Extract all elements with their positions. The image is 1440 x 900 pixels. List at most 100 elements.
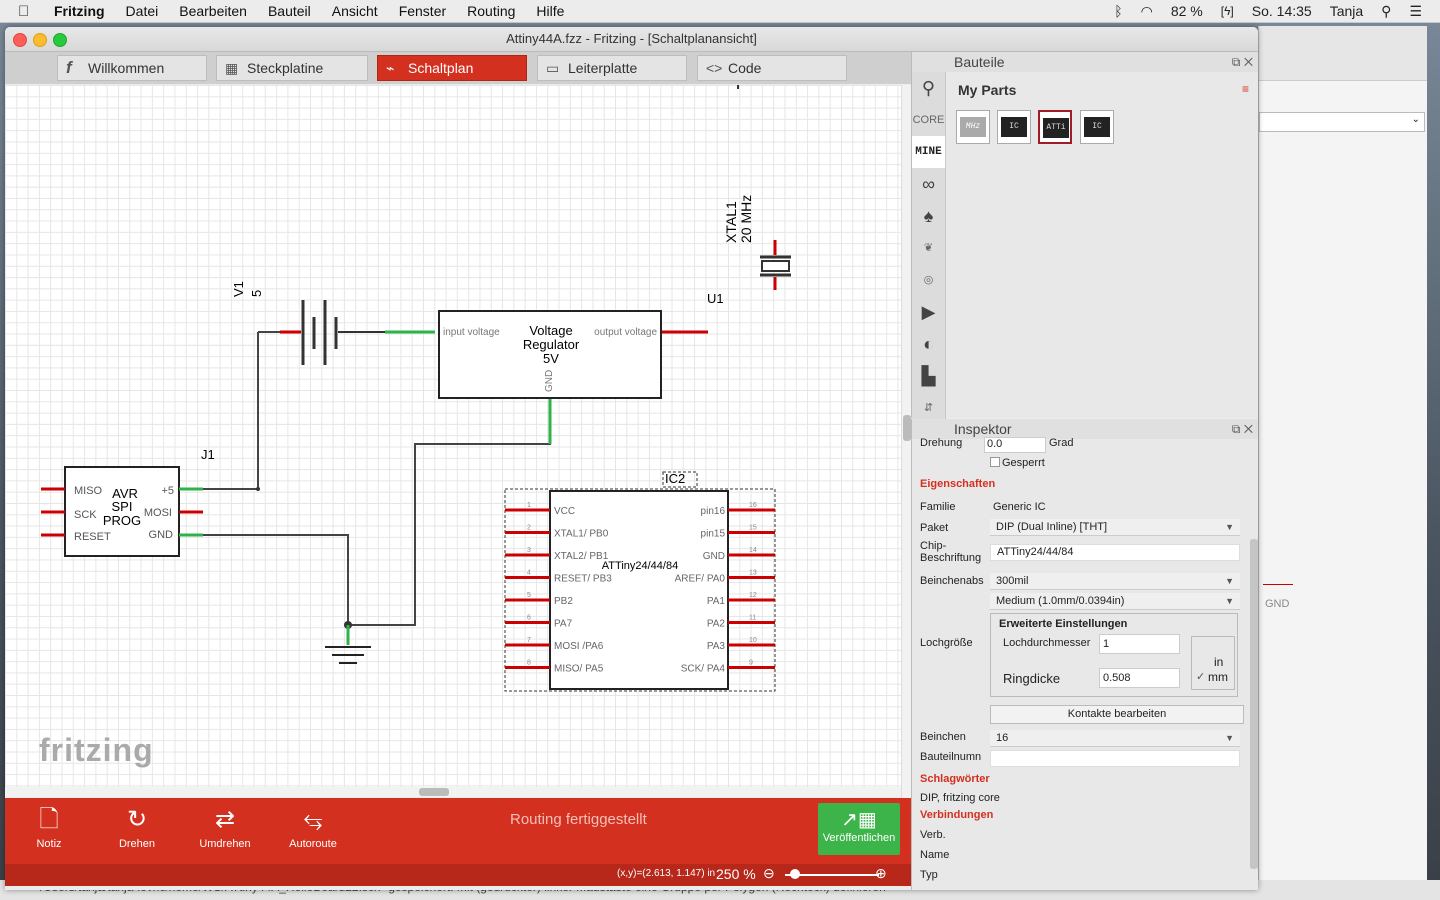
tab-steckplatine[interactable]: ▦ Steckplatine — [216, 55, 368, 81]
menu-fenster[interactable]: Fenster — [398, 3, 447, 19]
part-chip-label: IC — [1084, 117, 1110, 137]
fritzing-f-icon: f — [66, 58, 72, 77]
voltage-regulator-u1[interactable]: Voltage Regulator 5V input voltage outpu… — [438, 291, 724, 444]
battery-v1[interactable]: V1 5 — [231, 281, 435, 365]
intel-icon[interactable]: ◎ — [923, 274, 934, 286]
unit-mm-radio[interactable]: mm — [1208, 670, 1228, 684]
background-gnd-label: GND — [1265, 598, 1290, 610]
schematic-canvas[interactable]: V1 5 Voltage Regulator 5V input voltage … — [5, 85, 901, 795]
rotate-icon: ↻ — [126, 806, 148, 833]
flip-button[interactable]: ⇄ Umdrehen — [190, 798, 260, 864]
spotlight-search-icon[interactable]: ⚲ — [1381, 2, 1392, 19]
edit-pins-button[interactable]: Kontakte bearbeiten — [990, 705, 1244, 724]
canvas-horizontal-scrollbar[interactable] — [5, 787, 901, 797]
play-icon[interactable]: ▶ — [921, 302, 936, 322]
ring-thickness-input[interactable]: 0.508 — [1099, 668, 1180, 688]
menu-bauteil[interactable]: Bauteil — [267, 3, 311, 19]
tab-label: Steckplatine — [247, 60, 324, 76]
apple-icon[interactable]:  — [18, 3, 40, 20]
scrollbar-thumb[interactable] — [903, 415, 911, 441]
search-icon[interactable]: ⚲ — [921, 78, 936, 98]
scrollbar-thumb[interactable] — [419, 788, 449, 796]
autoroute-button[interactable]: ⥃ Autoroute — [278, 798, 348, 864]
fritzing-window: Attiny44A.fzz - Fritzing - [Schaltplanan… — [5, 27, 1258, 890]
pitch-select[interactable]: 300mil▼ — [990, 573, 1240, 590]
rotation-input[interactable]: 0.0 — [984, 437, 1046, 453]
part-ic[interactable]: IC — [997, 110, 1031, 144]
bin-menu-icon[interactable]: ≡ — [1241, 82, 1249, 96]
part-ic-2[interactable]: IC — [1080, 110, 1114, 144]
scrollbar-thumb[interactable] — [1250, 539, 1258, 869]
wire[interactable] — [348, 425, 551, 626]
minimize-window-button[interactable] — [33, 33, 47, 47]
pins-select[interactable]: 16▼ — [990, 730, 1240, 747]
rotate-label: Drehen — [118, 838, 156, 850]
zoom-in-icon[interactable]: ⊕ — [875, 865, 887, 881]
tab-willkommen[interactable]: f Willkommen — [57, 55, 207, 81]
snootlab-icon[interactable]: ◐ — [923, 334, 934, 354]
rotate-button[interactable]: ↻ Drehen — [102, 798, 172, 864]
inspector-scrollbar[interactable] — [1250, 539, 1258, 869]
menu-routing[interactable]: Routing — [467, 3, 516, 19]
zoom-slider-handle[interactable] — [790, 869, 800, 879]
bin-tab-mine[interactable]: MINE — [912, 136, 945, 168]
battery-ref: V1 — [231, 281, 246, 297]
bin-tab-core[interactable]: CORE — [912, 114, 945, 126]
publish-button[interactable]: ↗▦ Veröffentlichen — [818, 803, 900, 855]
zoom-slider[interactable] — [785, 874, 879, 876]
robot-icon[interactable]: ▙ — [921, 366, 936, 386]
part-crystal[interactable]: MHz — [956, 110, 990, 144]
clock[interactable]: So. 14:35 — [1251, 3, 1312, 19]
crystal-xtal1[interactable]: XTAL1 20 MHz — [723, 85, 791, 290]
battery-icon[interactable]: [ϟ] — [1220, 4, 1234, 18]
menu-bearbeiten[interactable]: Bearbeiten — [179, 3, 247, 19]
note-button[interactable]: 🗋 Notiz — [14, 798, 84, 864]
zoom-window-button[interactable] — [53, 33, 67, 47]
tab-schaltplan[interactable]: ⌁ Schaltplan — [377, 55, 527, 81]
sparkfun-icon[interactable]: ♠ — [923, 206, 934, 226]
ic-pin-left-label: XTAL2/ PB1 — [554, 551, 609, 562]
tab-code[interactable]: <> Code — [697, 55, 847, 81]
tab-leiterplatte[interactable]: ▭ Leiterplatte — [537, 55, 687, 81]
package-select[interactable]: DIP (Dual Inline) [THT]▼ — [990, 519, 1240, 536]
notification-center-icon[interactable]: ☰ — [1409, 2, 1422, 19]
background-select[interactable]: ⌄ — [1259, 112, 1425, 132]
zoom-out-icon[interactable]: ⊖ — [763, 865, 775, 881]
chip-label-input[interactable]: ATTiny24/44/84 — [990, 544, 1240, 561]
ic-pin-right-label: PA2 — [707, 619, 726, 630]
wifi-icon[interactable]: ◠ — [1140, 2, 1153, 19]
advanced-settings-box: Erweiterte Einstellungen Lochdurchmesser… — [990, 613, 1238, 697]
menu-app[interactable]: Fritzing — [54, 3, 105, 19]
ic-pin-number: 11 — [749, 615, 756, 622]
menu-hilfe[interactable]: Hilfe — [536, 3, 565, 19]
part-attiny[interactable]: ATTi — [1038, 110, 1072, 144]
locked-checkbox[interactable] — [990, 457, 1000, 467]
close-panel-icon[interactable]: ✕ — [1243, 55, 1253, 69]
close-panel-icon[interactable]: ✕ — [1243, 422, 1253, 436]
unit-in-radio[interactable]: in — [1214, 655, 1224, 669]
user-menu[interactable]: Tanja — [1329, 3, 1364, 19]
tab-label: Willkommen — [88, 60, 165, 76]
hole-size-select[interactable]: Medium (1.0mm/0.0394in)▼ — [990, 593, 1240, 610]
float-panel-icon[interactable]: ⧉ — [1231, 422, 1241, 436]
float-panel-icon[interactable]: ⧉ — [1231, 55, 1241, 69]
hole-diameter-input[interactable]: 1 — [1099, 634, 1180, 654]
arduino-icon[interactable]: ∞ — [922, 174, 935, 194]
header-title-2: SPI — [112, 499, 133, 514]
wire[interactable] — [190, 332, 259, 490]
ic-pin-number: 2 — [527, 525, 531, 532]
inspector-panel: Inspektor ⧉ ✕ Drehung 0.0 Grad Gesperrt … — [911, 419, 1258, 890]
canvas-vertical-scrollbar[interactable] — [901, 85, 912, 825]
ground-symbol[interactable] — [325, 625, 371, 664]
more-bins-icon[interactable]: ⇵ — [923, 402, 934, 414]
seeed-icon[interactable]: ❦ — [923, 242, 934, 254]
bluetooth-icon[interactable]: ᛒ — [1114, 3, 1123, 19]
menu-datei[interactable]: Datei — [125, 3, 159, 19]
menu-ansicht[interactable]: Ansicht — [331, 3, 378, 19]
pitch-label: Beinchenabs — [920, 575, 984, 587]
part-number-input[interactable] — [990, 750, 1240, 767]
close-window-button[interactable] — [13, 33, 27, 47]
wire[interactable] — [190, 534, 349, 625]
avr-spi-header-j1[interactable]: AVR SPI PROG MISO SCK RESET +5 MOSI GND … — [41, 447, 215, 557]
